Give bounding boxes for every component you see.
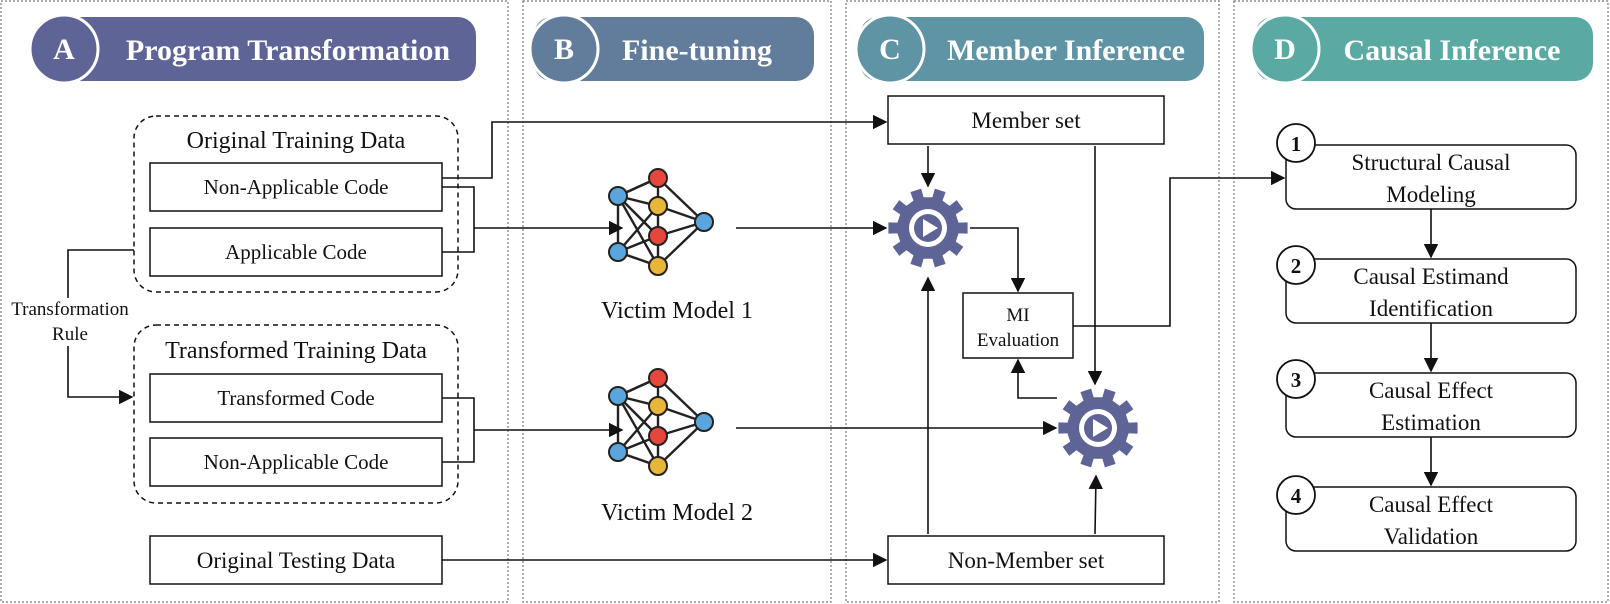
transformed-code-label: Transformed Code [217, 386, 374, 410]
original-applicable-label: Applicable Code [225, 240, 367, 264]
non-member-set-label: Non-Member set [948, 548, 1105, 573]
panel-c-letter: C [879, 33, 901, 66]
panel-d-letter: D [1274, 33, 1296, 66]
transformed-non-applicable-label: Non-Applicable Code [204, 450, 389, 474]
transformed-code-box [149, 373, 443, 423]
causal-step-2-line2: Identification [1369, 296, 1493, 321]
causal-step-1-line2: Modeling [1386, 182, 1476, 207]
member-set-box [887, 95, 1165, 145]
rule-connector-top [67, 249, 134, 298]
panel-d-border [1233, 0, 1609, 603]
neural-network-icon [608, 368, 714, 476]
mi-evaluation-line2: Evaluation [977, 330, 1060, 351]
causal-step-4-line2: Validation [1384, 524, 1479, 549]
causal-step-4-line1: Causal Effect [1369, 492, 1494, 517]
causal-step-3-line2: Estimation [1381, 410, 1481, 435]
transformed-training-group [133, 324, 459, 504]
causal-step-2-line1: Causal Estimand [1353, 264, 1509, 289]
original-non-applicable-label: Non-Applicable Code [204, 175, 389, 199]
connectors [442, 114, 1439, 568]
mi-evaluation-box [962, 292, 1074, 359]
gear-play-icon [888, 188, 968, 268]
causal-step-3: 3 Causal Effect Estimation [1276, 359, 1577, 438]
mi-evaluation-line1: MI [1006, 305, 1029, 326]
panel-a-border [0, 0, 509, 603]
causal-step-4-number: 4 [1291, 484, 1302, 508]
transformed-training-title: Transformed Training Data [165, 338, 427, 364]
causal-step-3-number: 3 [1291, 368, 1302, 392]
non-member-set-box [887, 535, 1165, 585]
causal-step-2: 2 Causal Estimand Identification [1276, 245, 1577, 324]
panel-b-letter: B [554, 33, 574, 66]
transformation-rule-line2: Rule [52, 324, 88, 345]
panel-a-title: Program Transformation [126, 34, 450, 67]
original-applicable-box [149, 227, 443, 277]
transformed-non-applicable-box [149, 437, 443, 487]
panel-a-header: A Program Transformation [28, 13, 476, 85]
member-set-label: Member set [971, 108, 1081, 133]
panel-b-title: Fine-tuning [622, 34, 772, 67]
panel-d-title: Causal Inference [1344, 34, 1561, 67]
panel-b-header: B Fine-tuning [528, 13, 814, 85]
original-non-applicable-box [149, 162, 443, 212]
original-training-group [133, 115, 459, 293]
original-testing-box [149, 535, 443, 585]
panel-c-title: Member Inference [947, 34, 1185, 67]
causal-step-4: 4 Causal Effect Validation [1276, 475, 1577, 552]
gear-play-icon [1058, 388, 1138, 468]
original-testing-label: Original Testing Data [197, 548, 396, 573]
causal-step-2-number: 2 [1291, 254, 1302, 278]
victim-model-1-label: Victim Model 1 [601, 298, 753, 324]
causal-step-1: 1 Structural Causal Modeling [1276, 123, 1577, 210]
causal-step-1-number: 1 [1291, 132, 1302, 156]
neural-network-icon [608, 168, 714, 276]
transformation-rule-line1: Transformation [11, 299, 129, 320]
panel-d-header: D Causal Inference [1249, 13, 1593, 85]
rule-connector-bottom [67, 346, 134, 405]
panel-c-border [845, 0, 1220, 603]
panel-c-header: C Member Inference [854, 13, 1204, 85]
causal-step-3-line1: Causal Effect [1369, 378, 1494, 403]
panel-b-border [522, 0, 832, 603]
causal-step-1-line1: Structural Causal [1351, 150, 1510, 175]
victim-model-2-label: Victim Model 2 [601, 500, 753, 526]
original-training-title: Original Training Data [187, 128, 406, 154]
panel-a-letter: A [53, 33, 75, 66]
